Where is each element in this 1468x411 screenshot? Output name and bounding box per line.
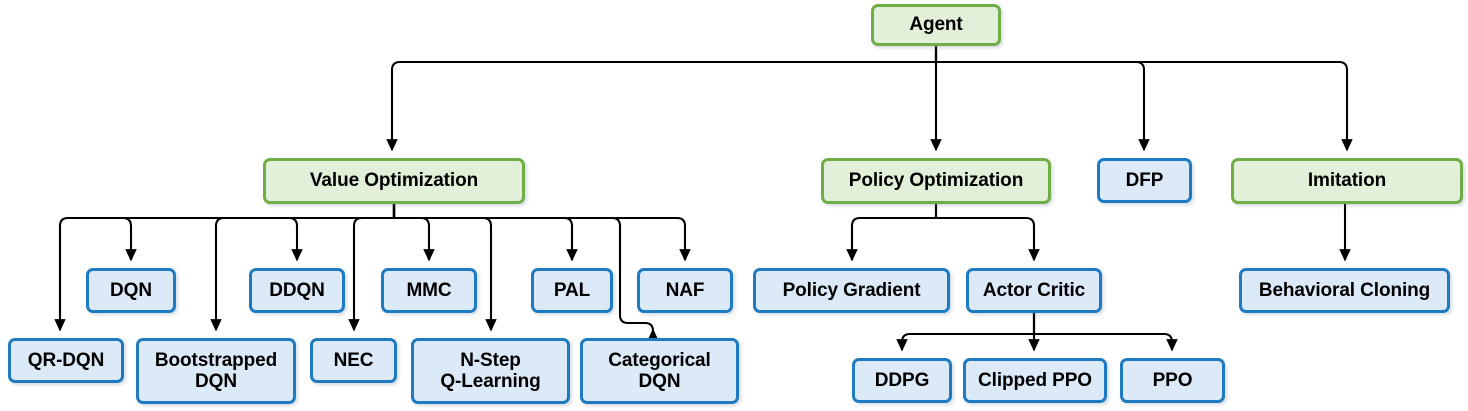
node-nec[interactable]: NEC xyxy=(310,338,397,383)
node-clipped-ppo[interactable]: Clipped PPO xyxy=(963,358,1107,403)
node-ddpg[interactable]: DDPG xyxy=(852,358,952,403)
edge-value-optimization-to-qr-dqn xyxy=(54,204,396,332)
node-dqn[interactable]: DQN xyxy=(86,268,176,313)
node-policy-optimization[interactable]: Policy Optimization xyxy=(821,158,1051,204)
edge-actor-critic-to-ppo xyxy=(1032,313,1178,352)
node-behavioral-cloning[interactable]: Behavioral Cloning xyxy=(1239,268,1450,313)
node-ppo[interactable]: PPO xyxy=(1120,358,1225,403)
node-agent[interactable]: Agent xyxy=(871,4,1001,46)
node-ddqn[interactable]: DDQN xyxy=(249,268,345,313)
edge-policy-optimization-to-policy-gradient xyxy=(846,204,938,262)
node-qr-dqn[interactable]: QR-DQN xyxy=(8,338,124,383)
node-actor-critic[interactable]: Actor Critic xyxy=(966,268,1102,313)
edge-policy-optimization-to-actor-critic xyxy=(934,204,1040,262)
node-bootstrapped-dqn[interactable]: Bootstrapped DQN xyxy=(136,338,296,404)
node-pal[interactable]: PAL xyxy=(531,268,613,313)
node-imitation[interactable]: Imitation xyxy=(1231,158,1463,204)
edge-actor-critic-to-ddpg xyxy=(896,313,1036,352)
node-n-step-q-learning[interactable]: N-Step Q-Learning xyxy=(411,338,570,404)
edge-agent-to-value-optimization xyxy=(386,46,938,152)
edge-value-optimization-to-ddqn xyxy=(287,204,396,262)
edge-value-optimization-to-naf xyxy=(392,204,691,262)
node-dfp[interactable]: DFP xyxy=(1097,158,1192,203)
node-naf[interactable]: NAF xyxy=(637,268,733,313)
node-policy-gradient[interactable]: Policy Gradient xyxy=(753,268,950,313)
edge-value-optimization-to-pal xyxy=(392,204,578,262)
edge-value-optimization-to-dqn xyxy=(121,204,396,262)
node-value-optimization[interactable]: Value Optimization xyxy=(263,158,525,204)
edge-agent-to-imitation xyxy=(934,46,1353,152)
node-categorical-dqn[interactable]: Categorical DQN xyxy=(580,338,739,404)
node-mmc[interactable]: MMC xyxy=(381,268,477,313)
edge-value-optimization-to-mmc xyxy=(392,204,435,262)
